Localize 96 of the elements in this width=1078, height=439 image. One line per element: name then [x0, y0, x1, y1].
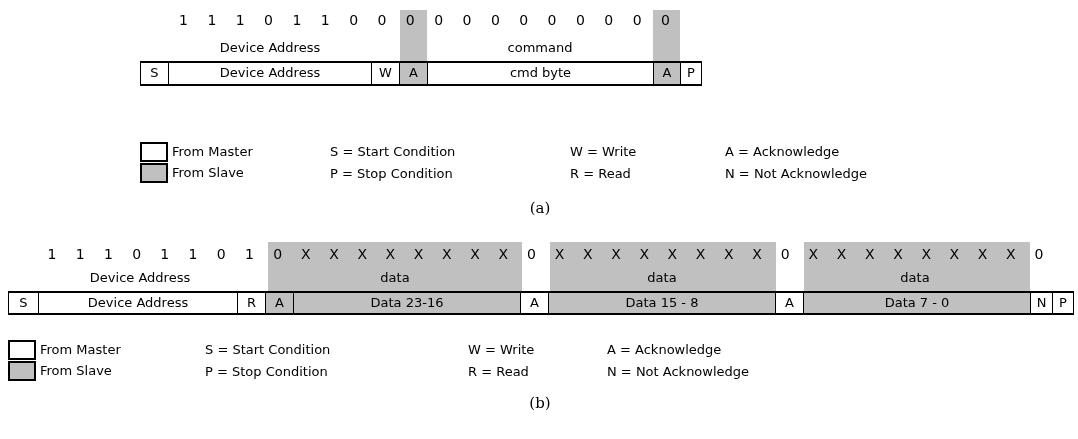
- bit-value: 0: [661, 12, 670, 28]
- field-group-label: command: [507, 40, 573, 56]
- bit-value: X: [639, 246, 649, 262]
- bit-value: 0: [434, 12, 444, 28]
- field-cell: S: [140, 61, 169, 86]
- abbreviation-definition: R = Read: [468, 364, 529, 380]
- bit-value: 1: [103, 246, 113, 262]
- bit-value: 1: [47, 246, 57, 262]
- abbreviation-definition: P = Stop Condition: [330, 166, 453, 182]
- bit-value: 0: [575, 12, 585, 28]
- bit-value: 1: [292, 12, 302, 28]
- abbreviation-definition: W = Write: [570, 144, 637, 160]
- bit-value: 0: [216, 246, 226, 262]
- field-cell: P: [680, 61, 702, 86]
- field-group-label: data: [380, 270, 410, 286]
- bit-value: X: [949, 246, 960, 262]
- bit-value: X: [724, 246, 734, 262]
- abbreviation-definition: N = Not Acknowledge: [607, 364, 750, 380]
- abbreviation-definition: N = Not Acknowledge: [725, 166, 868, 182]
- bit-value: 0: [780, 246, 790, 262]
- field-group-label: data: [647, 270, 677, 286]
- bit-value: X: [329, 246, 339, 262]
- bit-value: 0: [519, 12, 529, 28]
- bit-value: X: [498, 246, 508, 262]
- bit-value: X: [583, 246, 593, 262]
- subfigure-caption: (a): [529, 200, 551, 216]
- abbreviation-definition: A = Acknowledge: [725, 144, 840, 160]
- bit-value: 0: [405, 12, 415, 28]
- field-cell: R: [237, 291, 266, 315]
- bit-value: 0: [349, 12, 359, 28]
- bit-value: 0: [273, 246, 283, 262]
- field-cell: cmd byte: [427, 61, 654, 86]
- bit-value: X: [442, 246, 452, 262]
- bit-value: X: [385, 246, 396, 262]
- bit-value: 1: [160, 246, 170, 262]
- abbreviation-definition: W = Write: [468, 342, 535, 358]
- field-cell: S: [8, 291, 39, 315]
- legend-label: From Master: [40, 342, 121, 358]
- bit-value: 1: [207, 12, 217, 28]
- bit-value: 1: [320, 12, 330, 28]
- legend-label: From Slave: [172, 165, 244, 181]
- bit-value: 0: [462, 12, 472, 28]
- bit-value: X: [301, 246, 311, 262]
- bit-value: 0: [264, 12, 273, 28]
- legend-label: From Slave: [40, 363, 112, 379]
- field-cell: A: [520, 291, 549, 315]
- field-cell: P: [1052, 291, 1074, 315]
- subfigure-caption: (b): [529, 395, 551, 411]
- bit-value: X: [921, 246, 931, 262]
- bit-value: X: [977, 246, 988, 262]
- abbreviation-definition: P = Stop Condition: [205, 364, 328, 380]
- bit-value: 0: [377, 12, 387, 28]
- bit-value: 1: [179, 12, 188, 28]
- bit-value: 1: [244, 246, 254, 262]
- field-cell: W: [371, 61, 400, 86]
- bit-value: 0: [490, 12, 500, 28]
- bit-value: X: [554, 246, 565, 262]
- abbreviation-definition: S = Start Condition: [330, 144, 456, 160]
- field-cell: A: [399, 61, 428, 86]
- bit-value: X: [611, 246, 621, 262]
- bit-value: 0: [1034, 246, 1044, 262]
- field-group-label: Device Address: [89, 270, 191, 286]
- field-cell: Data 15 - 8: [548, 291, 776, 315]
- bit-value: X: [413, 246, 424, 262]
- abbreviation-definition: A = Acknowledge: [607, 342, 722, 358]
- bit-value: 0: [604, 12, 614, 28]
- field-cell: Device Address: [168, 61, 372, 86]
- field-cell: Data 7 - 0: [803, 291, 1031, 315]
- bit-value: X: [695, 246, 706, 262]
- bit-value: X: [752, 246, 762, 262]
- bit-value: X: [893, 246, 903, 262]
- bit-value: 0: [547, 12, 557, 28]
- bit-value: X: [1006, 246, 1016, 262]
- field-cell: A: [265, 291, 294, 315]
- bit-value: X: [470, 246, 480, 262]
- bit-value: 1: [235, 12, 245, 28]
- field-cell: A: [653, 61, 681, 86]
- field-cell: Data 23-16: [293, 291, 521, 315]
- abbreviation-definition: S = Start Condition: [205, 342, 331, 358]
- bit-value: X: [357, 246, 367, 262]
- bit-value: 0: [526, 246, 536, 262]
- bit-value: 0: [132, 246, 142, 262]
- bit-value: 1: [188, 246, 198, 262]
- field-cell: Device Address: [38, 291, 238, 315]
- field-cell: N: [1030, 291, 1053, 315]
- field-group-label: data: [900, 270, 930, 286]
- field-cell: A: [775, 291, 804, 315]
- bit-value: X: [865, 246, 875, 262]
- bit-value: 1: [75, 246, 85, 262]
- legend-label: From Master: [172, 144, 253, 160]
- field-group-label: Device Address: [219, 40, 321, 56]
- bit-value: X: [667, 246, 678, 262]
- bit-value: X: [808, 246, 819, 262]
- bit-value: X: [836, 246, 847, 262]
- bit-value: 0: [632, 12, 642, 28]
- abbreviation-definition: R = Read: [570, 166, 631, 182]
